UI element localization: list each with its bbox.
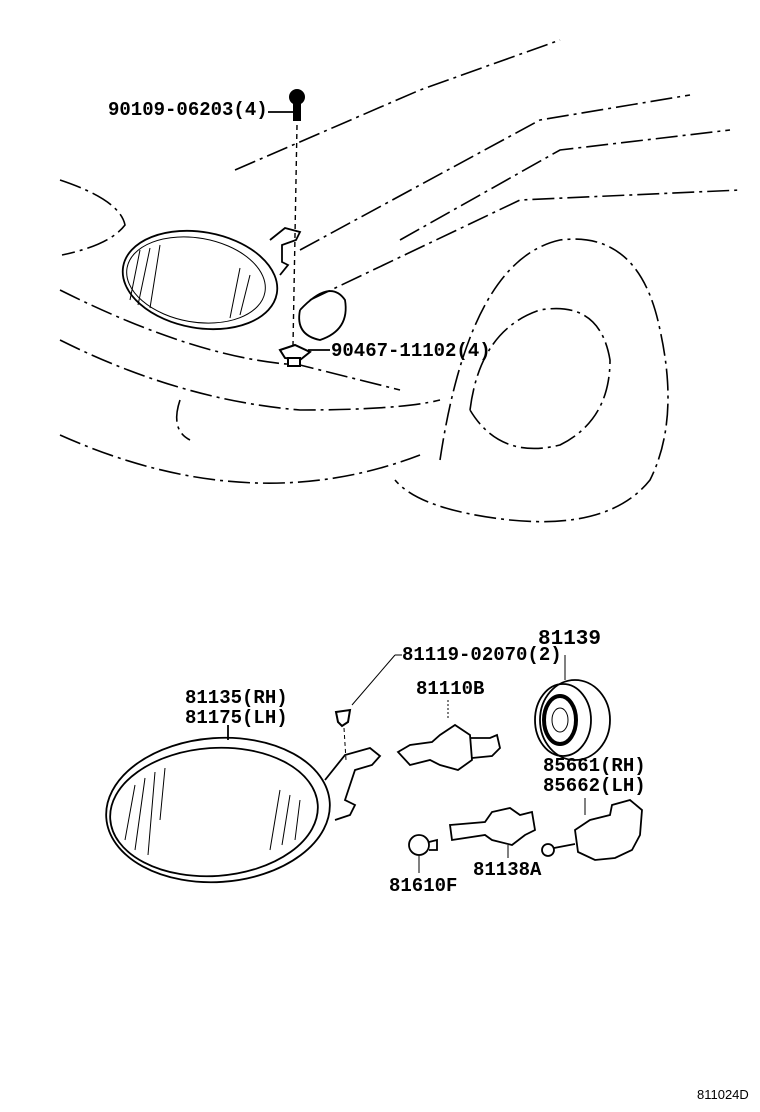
callout-small-bulb: 81610F bbox=[389, 875, 458, 897]
headlamp-installed bbox=[121, 227, 302, 331]
assembly-guide-line bbox=[292, 124, 298, 346]
vehicle-outline bbox=[59, 39, 741, 523]
headlamp-unit bbox=[105, 725, 382, 884]
figure-number: 811024D bbox=[697, 1087, 749, 1102]
sub-socket-icon bbox=[541, 798, 643, 861]
socket-cover-icon bbox=[534, 655, 611, 761]
small-socket-icon bbox=[448, 807, 536, 858]
bolt-icon bbox=[268, 89, 305, 121]
callout-headlamp-rh: 81135(RH) bbox=[185, 687, 288, 709]
callout-screw: 81119-02070(2) bbox=[402, 644, 562, 666]
screw-icon bbox=[334, 654, 402, 761]
callout-nut: 90467-11102(4) bbox=[331, 340, 491, 362]
callout-headlamp-lh: 81175(LH) bbox=[185, 707, 288, 729]
callout-small-socket: 81138A bbox=[473, 859, 542, 881]
callout-bolt: 90109-06203(4) bbox=[108, 99, 268, 121]
main-bulb-icon bbox=[396, 700, 501, 771]
callout-sub-socket-rh: 85661(RH) bbox=[543, 755, 646, 777]
callout-sub-socket-lh: 85662(LH) bbox=[543, 775, 646, 797]
callout-socket-cover: 81139 bbox=[538, 628, 602, 651]
small-bulb-icon bbox=[408, 834, 438, 873]
callout-main-bulb: 81110B bbox=[416, 678, 485, 700]
clip-nut-icon bbox=[278, 343, 330, 367]
